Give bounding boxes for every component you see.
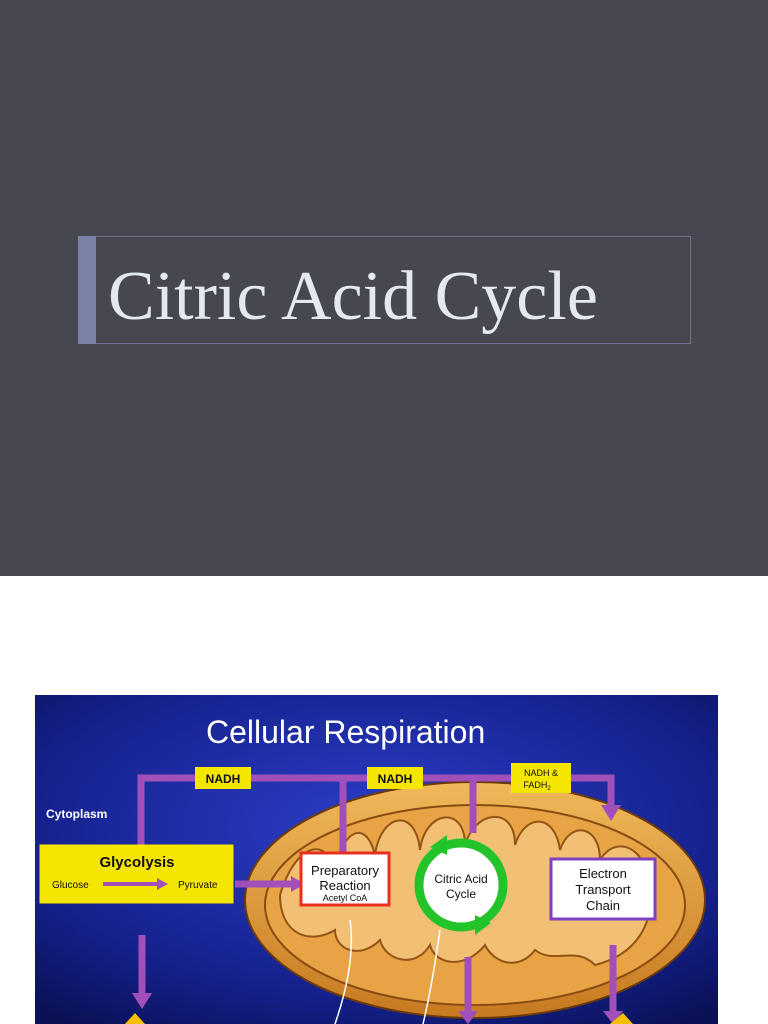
svg-text:NADH: NADH bbox=[206, 772, 241, 786]
cytoplasm-label: Cytoplasm bbox=[46, 807, 107, 821]
svg-text:Citric Acid: Citric Acid bbox=[434, 872, 487, 886]
svg-text:Acetyl CoA: Acetyl CoA bbox=[323, 893, 368, 903]
svg-text:Preparatory: Preparatory bbox=[311, 863, 379, 878]
svg-text:Chain: Chain bbox=[586, 898, 620, 913]
nadh-label-1: NADH bbox=[195, 767, 251, 789]
svg-text:NADH: NADH bbox=[378, 772, 413, 786]
svg-text:Electron: Electron bbox=[579, 866, 627, 881]
title-slide: Citric Acid Cycle bbox=[0, 0, 768, 576]
citric-acid-cycle-circle: Citric Acid Cycle bbox=[414, 835, 508, 935]
cellular-respiration-diagram: Cellular Respiration NADH NADH bbox=[35, 695, 718, 1024]
svg-text:FADH2: FADH2 bbox=[523, 780, 551, 792]
svg-text:Cycle: Cycle bbox=[446, 887, 476, 901]
purple-arrowheads bbox=[132, 805, 623, 1024]
diagram-heading: Cellular Respiration bbox=[206, 714, 485, 750]
white-guide-lines bbox=[334, 919, 441, 1024]
nadh-label-2: NADH bbox=[367, 767, 423, 789]
svg-text:Glycolysis: Glycolysis bbox=[99, 854, 174, 871]
preparatory-reaction-box: Preparatory Reaction Acetyl CoA bbox=[299, 851, 391, 907]
svg-text:Glucose: Glucose bbox=[52, 880, 89, 891]
svg-text:Reaction: Reaction bbox=[319, 878, 370, 893]
slide-title: Citric Acid Cycle bbox=[108, 258, 598, 335]
title-accent-bar bbox=[78, 236, 96, 344]
bottom-yellow-marks bbox=[125, 1013, 633, 1024]
svg-text:Transport: Transport bbox=[575, 882, 631, 897]
electron-transport-chain-box: Electron Transport Chain bbox=[549, 857, 657, 921]
svg-text:NADH &: NADH & bbox=[524, 768, 558, 778]
svg-text:Pyruvate: Pyruvate bbox=[178, 880, 218, 891]
glycolysis-box: Glycolysis Glucose Pyruvate bbox=[39, 844, 234, 904]
nadh-fadh-label: NADH & FADH2 bbox=[511, 763, 571, 793]
